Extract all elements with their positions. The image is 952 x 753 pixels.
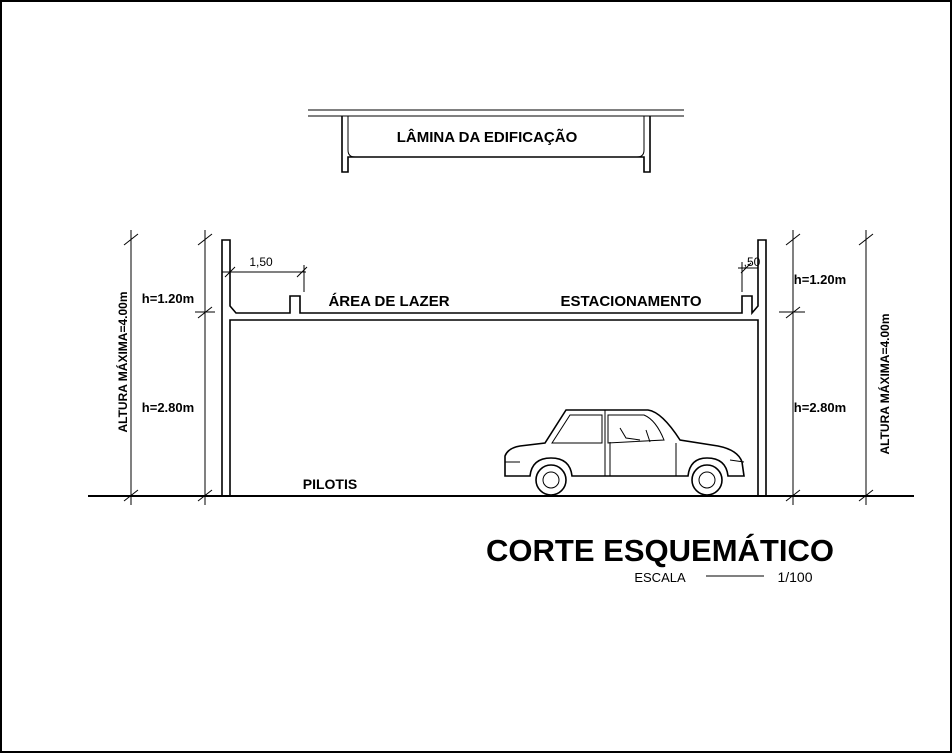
ground-label: PILOTIS bbox=[303, 476, 357, 492]
scale-label: ESCALA bbox=[634, 570, 686, 585]
h-lower-left: h=2.80m bbox=[142, 400, 194, 415]
max-height-right: ALTURA MÁXIMA=4.00m bbox=[877, 313, 892, 454]
slab-element bbox=[308, 109, 684, 173]
max-height-left: ALTURA MÁXIMA=4.00m bbox=[115, 291, 130, 432]
roof-left-label: ÁREA DE LAZER bbox=[328, 293, 449, 310]
right-parapet-dim: ,50 bbox=[744, 255, 761, 269]
left-dimensions bbox=[123, 230, 308, 505]
right-dimensions bbox=[738, 230, 874, 505]
h-lower-right: h=2.80m bbox=[794, 400, 846, 415]
car-drawing bbox=[504, 409, 745, 496]
building-section bbox=[221, 239, 767, 497]
scale-value: 1/100 bbox=[777, 569, 812, 585]
h-upper-left: h=1.20m bbox=[142, 291, 194, 306]
roof-right-label: ESTACIONAMENTO bbox=[560, 293, 701, 310]
h-upper-right: h=1.20m bbox=[794, 272, 846, 287]
slab-label: LÂMINA DA EDIFICAÇÃO bbox=[397, 128, 578, 146]
left-parapet-dim: 1,50 bbox=[249, 255, 273, 269]
drawing-title: CORTE ESQUEMÁTICO bbox=[486, 533, 834, 568]
